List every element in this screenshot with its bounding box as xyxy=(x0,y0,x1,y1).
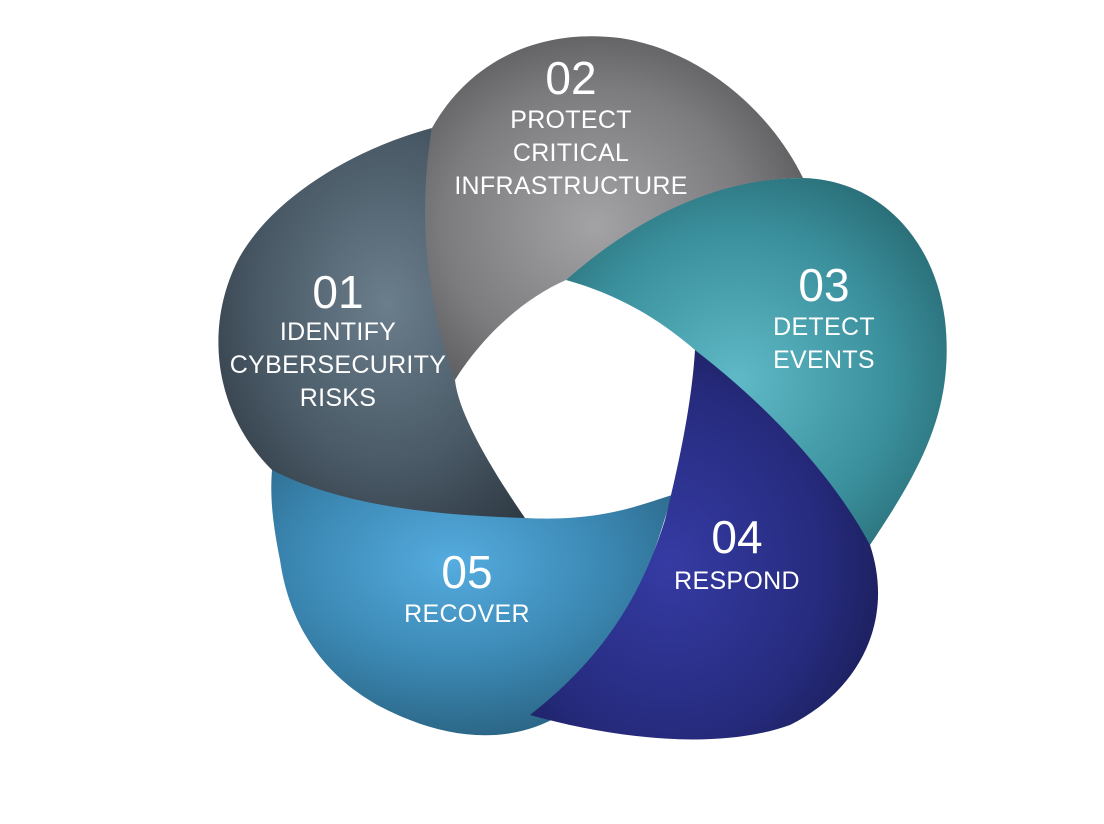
segment-identify-shape xyxy=(218,128,525,518)
segment-recover xyxy=(271,470,672,736)
protect-number: 02 xyxy=(545,52,596,104)
label-identify: 01 IDENTIFY CYBERSECURITY RISKS xyxy=(230,266,446,412)
segment-respond-shape xyxy=(530,350,879,740)
segment-protect xyxy=(425,36,803,380)
protect-label-line-2: CRITICAL xyxy=(513,139,629,167)
label-recover: 05 RECOVER xyxy=(404,546,530,628)
label-protect: 02 PROTECT CRITICAL INFRASTRUCTURE xyxy=(454,52,687,200)
detect-number: 03 xyxy=(798,259,849,311)
detect-label-line-1: DETECT xyxy=(773,313,875,341)
segment-identify xyxy=(218,128,525,518)
detect-label-line-2: EVENTS xyxy=(773,346,875,374)
recover-number: 05 xyxy=(441,546,492,598)
segment-protect-shape xyxy=(425,36,803,380)
recover-label-line-1: RECOVER xyxy=(404,600,530,628)
identify-label-line-1: IDENTIFY xyxy=(280,318,396,346)
respond-number: 04 xyxy=(711,511,762,563)
segment-detect-shape xyxy=(566,178,947,545)
respond-label-line-1: RESPOND xyxy=(674,567,800,595)
segment-respond xyxy=(530,350,879,740)
protect-label-line-1: PROTECT xyxy=(510,106,632,134)
segment-recover-shape xyxy=(271,470,672,736)
identify-number: 01 xyxy=(312,266,363,318)
identify-label-line-2: CYBERSECURITY xyxy=(230,351,446,379)
protect-label-line-3: INFRASTRUCTURE xyxy=(454,172,687,200)
identify-label-line-3: RISKS xyxy=(300,384,377,412)
label-detect: 03 DETECT EVENTS xyxy=(773,259,875,374)
segment-detect xyxy=(566,178,947,545)
label-respond: 04 RESPOND xyxy=(674,511,800,595)
